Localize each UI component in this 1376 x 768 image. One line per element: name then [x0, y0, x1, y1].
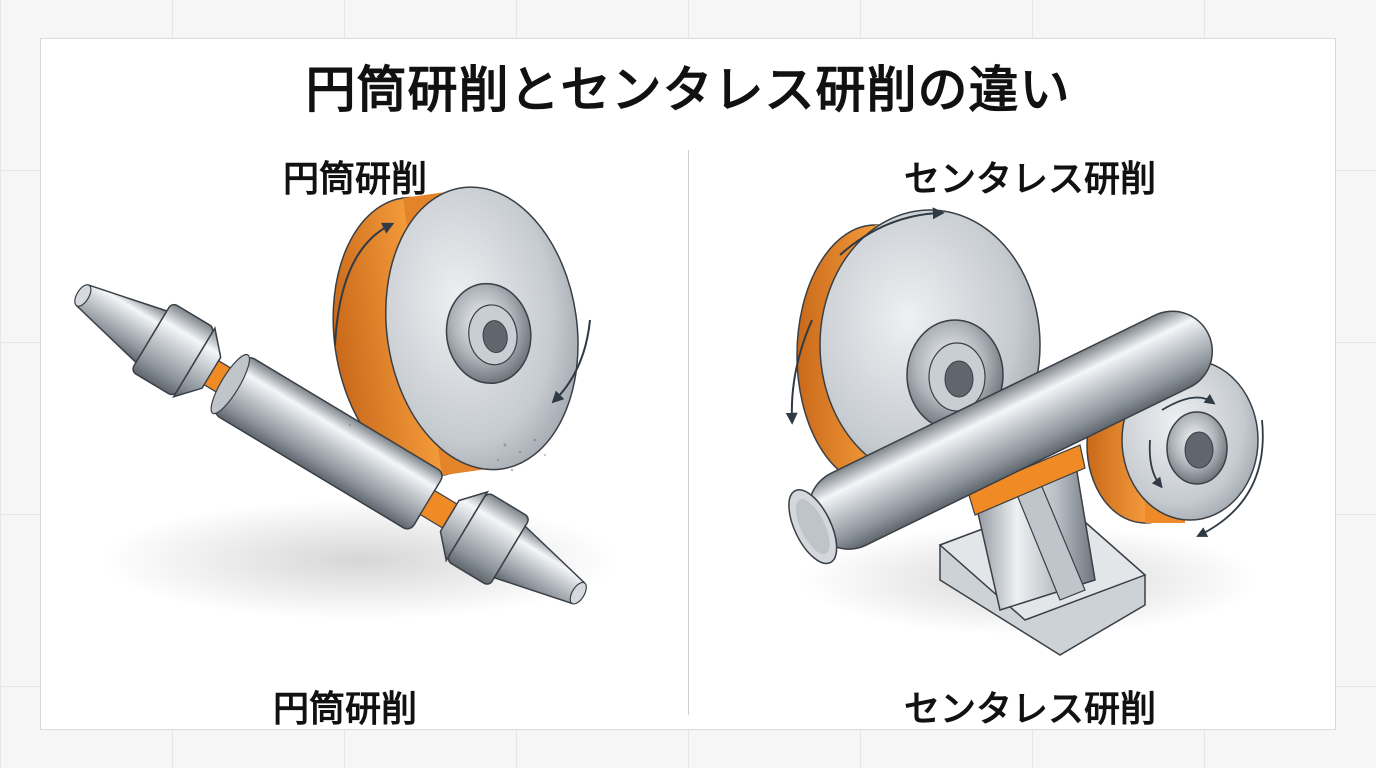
grinding-wheel-rotation-arrow-left	[785, 319, 813, 425]
cylindrical-grinding-label-top: 円筒研削	[282, 159, 427, 200]
panel-divider	[688, 150, 689, 715]
main-title: 円筒研削とセンタレス研削の違い	[305, 61, 1071, 119]
cylindrical-grinding-illustration	[74, 186, 620, 620]
grinding-wheel	[332, 186, 579, 477]
centerless-grinding-label-bottom: センタレス研削	[903, 689, 1156, 730]
wheel-rotation-arrow-top	[334, 222, 395, 346]
cylindrical-grinding-label-bottom: 円筒研削	[272, 689, 417, 730]
regulating-wheel-rotation-arrow-lower	[1148, 439, 1163, 489]
grinding-wheel-rotation-arrow-top	[839, 207, 945, 256]
centerless-workpiece	[788, 310, 1214, 565]
regulating-wheel-rotation-arrow	[1161, 393, 1216, 411]
regulating-wheel-outer-arrow	[1196, 419, 1264, 537]
workpiece-between-centers	[74, 284, 587, 605]
centerless-grinding-illustration	[785, 207, 1264, 656]
centerless-grinding-label-top: センタレス研削	[903, 159, 1156, 200]
work-rest-support	[938, 444, 1147, 656]
wheel-rotation-arrow-bottom	[551, 319, 591, 404]
grinding-sparks	[348, 408, 546, 472]
